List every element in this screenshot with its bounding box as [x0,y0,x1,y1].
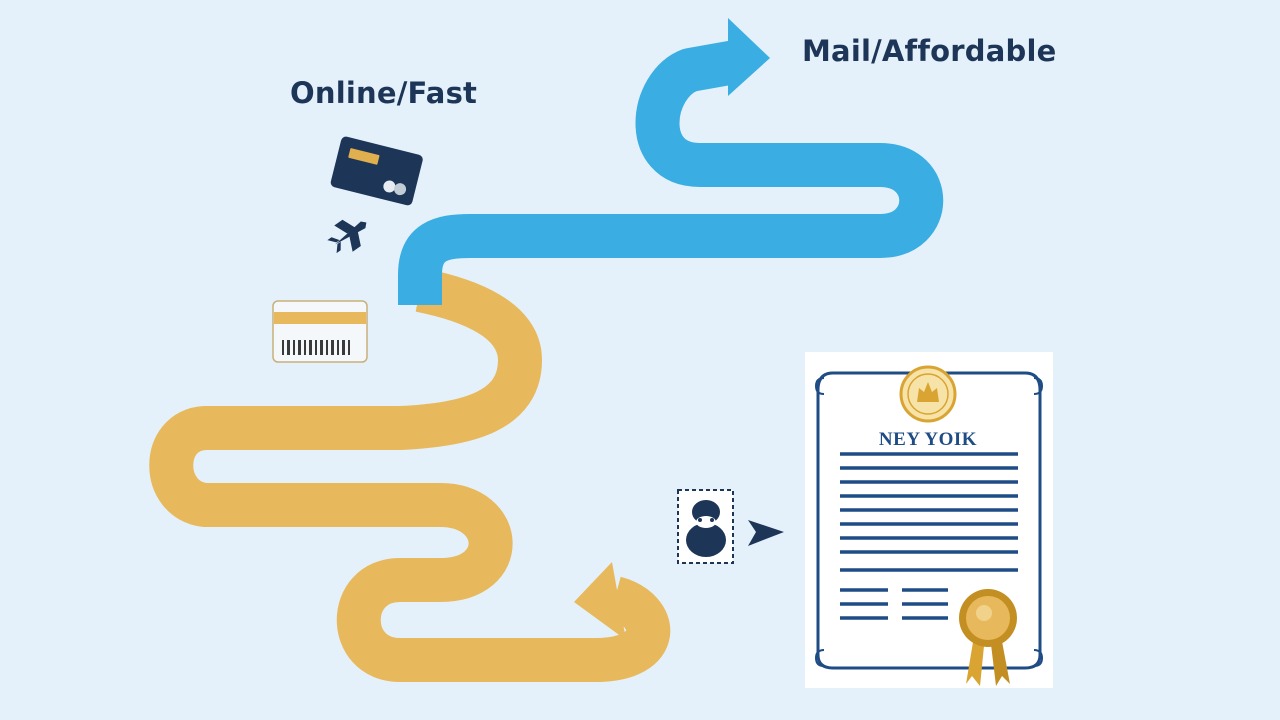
award-ribbon-icon [959,589,1017,686]
credit-card-icon [330,136,423,206]
certificate-icon: NEY YOIK [805,352,1053,688]
blue-arrowhead [728,18,770,96]
plane-icon [327,219,367,254]
arrow-right-icon [748,520,784,546]
barcode-card-icon [272,300,368,363]
gold-arrowhead [574,562,626,640]
blue-path [398,40,944,305]
certificate-text-lines [840,452,1018,620]
certificate-title: NEY YOIK [879,429,977,450]
online-route-label: Online/Fast [290,76,478,110]
stamp-icon [677,489,734,564]
mail-route-label: Mail/Affordable [802,34,1057,68]
seal-emblem-icon [899,365,957,423]
gold-path [149,268,671,682]
